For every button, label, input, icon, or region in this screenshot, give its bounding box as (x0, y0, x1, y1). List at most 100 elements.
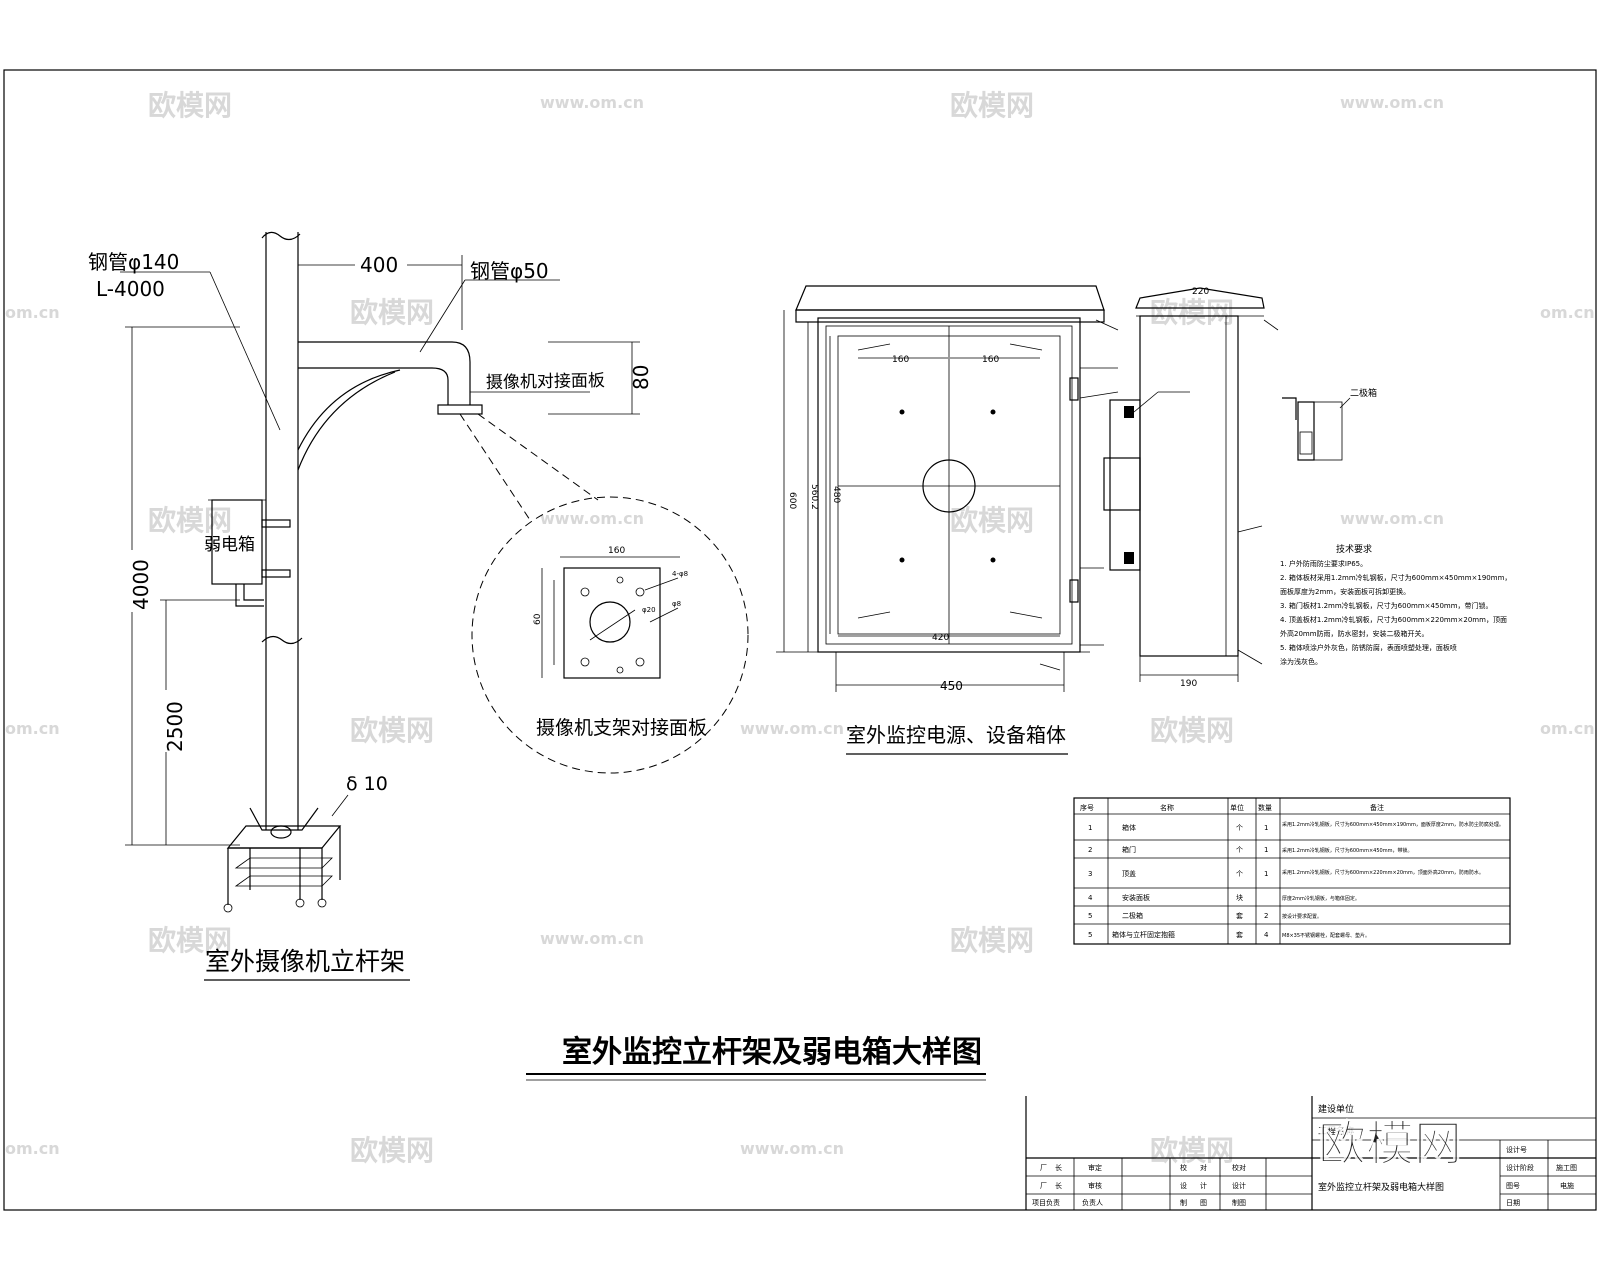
table-header: 数量 (1258, 803, 1272, 812)
watermark-url: om.cn (1540, 719, 1595, 738)
pole-break-top (261, 231, 301, 241)
box-bracket-top (261, 519, 291, 528)
table-cell: 2 (1264, 912, 1268, 920)
table-cell: 采用1.2mm冷轧钢板，尺寸为600mm×450mm，带锁。 (1282, 847, 1412, 854)
tb-cell: 图号 (1506, 1182, 1520, 1190)
watermark-brand: 欧模网 (148, 924, 232, 957)
watermark-stamp: 欧模网 (1318, 1116, 1462, 1172)
switch-label: 二极箱 (1350, 387, 1377, 399)
table-row: 5 二极箱 套 2 按设计要求配置。 (1088, 911, 1322, 920)
table-cell: 采用1.2mm冷轧钢板，尺寸为600mm×450mm×190mm，面板厚度2mm… (1282, 821, 1504, 828)
note-line: 面板厚度为2mm，安装面板可拆卸更换。 (1280, 587, 1410, 596)
table-cell: 二极箱 (1122, 911, 1143, 920)
note-line: 4. 顶盖板材1.2mm冷轧钢板，尺寸为600mm×220mm×20mm，顶面 (1280, 615, 1507, 624)
tb-cell: 审核 (1088, 1181, 1102, 1190)
watermark-brand: 欧模网 (950, 504, 1034, 537)
tb-cell: 长 (1055, 1163, 1062, 1172)
watermark-url: om.cn (5, 1139, 60, 1158)
cabinet-hinge-top (1069, 377, 1079, 401)
table-header-row: 序号 名称 单位 数量 备注 (1080, 803, 1384, 812)
table-cell: 套 (1236, 930, 1243, 939)
table-row: 1 箱体 个 1 采用1.2mm冷轧钢板，尺寸为600mm×450mm×190m… (1088, 821, 1504, 832)
table-cell: 5 (1088, 931, 1092, 939)
table-cell: 1 (1264, 824, 1268, 832)
table-cell: 3 (1088, 870, 1092, 878)
watermark-brand: 欧模网 (350, 714, 434, 747)
title-block: 建设单位 工程名称 室外监控立杆架及弱电箱大样图 厂 长 审定 校 对 校对 厂… (1025, 1096, 1596, 1210)
note-line: 外高20mm防雨，防水密封，安装二极箱开关。 (1280, 629, 1429, 638)
tb-cell: 厂 (1040, 1182, 1047, 1190)
table-cell: 箱体 (1122, 823, 1136, 832)
arm-drop-value: 80 (629, 365, 653, 390)
pole-title: 室外摄像机立杆架 (205, 947, 405, 976)
note-line: 2. 箱体板材采用1.2mm冷轧钢板，尺寸为600mm×450mm×190mm， (1280, 573, 1511, 582)
cabinet-height2-value: 560.2 (809, 484, 819, 510)
tb-project-name: 工程名称 (1318, 1125, 1354, 1137)
parts-table: 序号 名称 单位 数量 备注 1 箱体 个 1 采用1.2mm冷轧钢板，尺寸为6… (1073, 797, 1511, 945)
main-title: 室外监控立杆架及弱电箱大样图 (562, 1035, 982, 1070)
side-depth-value: 190 (1180, 679, 1197, 689)
detail-dim-bolts: 4-φ8 (672, 570, 688, 578)
table-cell: M8×35不锈钢螺栓，配套螺母、垫片。 (1282, 932, 1370, 939)
pipe-length-label: L-4000 (96, 277, 165, 301)
table-cell: 4 (1264, 931, 1269, 939)
box-label: 弱电箱 (204, 535, 255, 555)
tb-cell: 制图 (1232, 1198, 1246, 1207)
side-roof (1135, 287, 1265, 309)
note-line: 1. 户外防雨防尘要求IP65。 (1280, 559, 1367, 568)
tb-cell: 项目负责 (1032, 1198, 1060, 1207)
watermark-url: www.om.cn (1340, 93, 1444, 112)
table-cell: 按设计要求配置。 (1282, 913, 1322, 920)
cabinet-dim-inner-right: 160 (982, 355, 999, 365)
cabinet-dim-inner-left: 160 (892, 355, 909, 365)
mount-plate-detail: 160 60 φ20 4-φ8 φ8 摄像机支架对接面板 (459, 413, 749, 774)
pipe-leader (209, 271, 281, 431)
base-gusset (249, 807, 319, 831)
notes-title: 技术要求 (1336, 543, 1372, 555)
tb-cell: 负责人 (1082, 1198, 1103, 1207)
table-cell: 个 (1236, 846, 1243, 854)
tb-cell: 设计 (1232, 1181, 1246, 1190)
cabinet-side-view: 190 220 (1103, 287, 1279, 689)
main-pipe-label: 钢管φ140 (88, 250, 179, 274)
tb-cell: 制 (1180, 1198, 1187, 1207)
watermark-url: om.cn (1540, 303, 1595, 322)
arm-brace (297, 369, 401, 451)
table-cell: 5 (1088, 912, 1092, 920)
watermark-url: www.om.cn (1340, 509, 1444, 528)
base-plate (226, 825, 342, 849)
watermark-brand: 欧模网 (350, 296, 434, 329)
detail-center-hole (589, 601, 631, 643)
tb-cell: 厂 (1040, 1164, 1047, 1172)
tb-drawing-name: 室外监控立杆架及弱电箱大样图 (1318, 1181, 1444, 1193)
cabinet-height-value: 600 (787, 492, 797, 509)
pole-break-mid (261, 635, 303, 645)
detail-callout-circle (471, 496, 749, 774)
switch-body (1297, 401, 1315, 461)
watermark-url: www.om.cn (540, 509, 644, 528)
technical-notes: 技术要求 1. 户外防雨防尘要求IP65。 2. 箱体板材采用1.2mm冷轧钢板… (1280, 543, 1511, 666)
detail-dim-hole: φ20 (642, 606, 656, 614)
watermark-brand: 欧模网 (1150, 1134, 1234, 1167)
table-cell: 厚度2mm冷轧钢板，与箱体固定。 (1282, 895, 1360, 902)
side-mount-bracket (1109, 399, 1141, 571)
tb-cell: 施工图 (1556, 1163, 1577, 1172)
watermark-brand: 欧模网 (950, 89, 1034, 122)
two-pole-switch-detail: 二极箱 (1282, 387, 1377, 461)
table-cell: 箱体与立杆固定抱箍 (1112, 930, 1175, 939)
note-line: 涂为浅灰色。 (1280, 657, 1322, 666)
cabinet-roof (795, 285, 1105, 311)
note-line: 5. 箱体喷涂户外灰色，防锈防腐，表面喷塑处理，面板喷 (1280, 643, 1457, 652)
tb-cell: 日期 (1506, 1199, 1520, 1207)
box-bracket-bottom (261, 569, 291, 578)
table-header: 名称 (1160, 803, 1174, 812)
detail-dim-left: 60 (533, 613, 543, 625)
cabinet-title: 室外监控电源、设备箱体 (846, 723, 1066, 747)
table-header: 序号 (1080, 803, 1094, 812)
cabinet-width-inner-value: 420 (932, 633, 949, 643)
table-cell: 安装面板 (1122, 893, 1150, 902)
side-bolt-bottom (1124, 552, 1134, 564)
base-hole (270, 825, 292, 839)
table-row: 2 箱门 个 1 采用1.2mm冷轧钢板，尺寸为600mm×450mm，带锁。 (1088, 845, 1412, 854)
